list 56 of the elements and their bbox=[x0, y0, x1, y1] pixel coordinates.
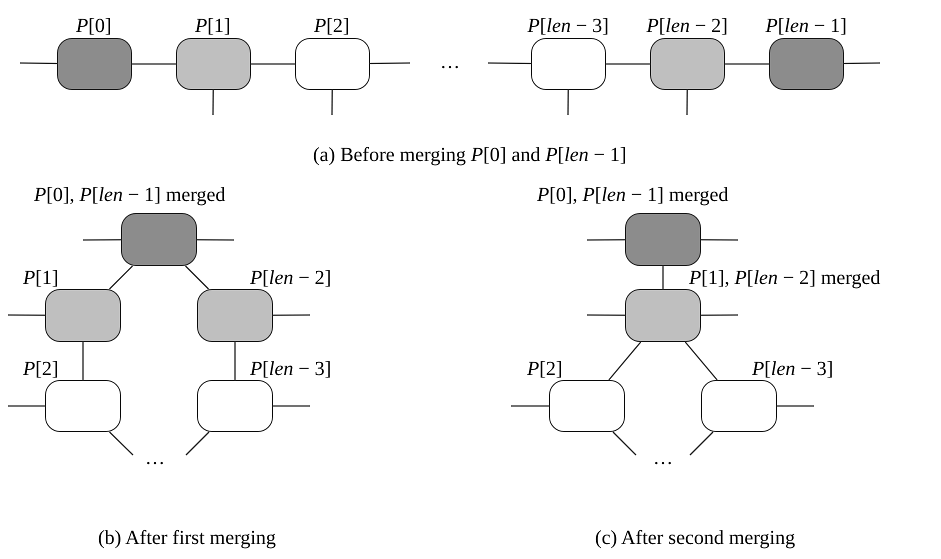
node-label: P[len − 2] bbox=[646, 16, 728, 36]
connector-line bbox=[587, 239, 625, 241]
subfigure-caption: (c) After second merging bbox=[595, 528, 796, 548]
connector-line bbox=[251, 63, 295, 65]
connector-line bbox=[567, 90, 569, 115]
ellipsis-mark: … bbox=[653, 448, 673, 468]
node-label: P[len − 3] bbox=[752, 359, 834, 379]
connector-line bbox=[608, 342, 642, 380]
node-label: P[len − 2] bbox=[250, 268, 332, 288]
node-label: P[2] bbox=[314, 16, 350, 36]
connector-line bbox=[606, 63, 650, 65]
connector-line bbox=[273, 405, 310, 407]
connector-line bbox=[777, 405, 814, 407]
connector-line bbox=[662, 266, 664, 289]
connector-line bbox=[701, 239, 738, 241]
node-label: P[len − 3] bbox=[250, 359, 332, 379]
connector-line bbox=[684, 342, 718, 380]
connector-line bbox=[212, 90, 214, 115]
connector-line bbox=[109, 266, 133, 290]
connector-line bbox=[8, 405, 45, 407]
ellipsis-mark: … bbox=[440, 52, 460, 72]
ellipsis-mark: … bbox=[145, 448, 165, 468]
node-label: P[len − 3] bbox=[528, 16, 609, 36]
connector-line bbox=[20, 62, 57, 64]
node-label: P[1], P[len − 2] merged bbox=[689, 268, 880, 288]
connector-line bbox=[197, 239, 234, 241]
node-label: P[1] bbox=[195, 16, 231, 36]
connector-line bbox=[844, 62, 880, 64]
connector-line bbox=[109, 432, 134, 456]
connector-line bbox=[511, 405, 549, 407]
node-label: P[1] bbox=[23, 268, 59, 288]
connector-line bbox=[690, 432, 714, 456]
connector-line bbox=[686, 90, 688, 115]
connector-line bbox=[331, 90, 333, 115]
connector-line bbox=[370, 62, 410, 64]
connector-line bbox=[83, 239, 121, 241]
connector-line bbox=[8, 314, 45, 316]
subfigure-caption: (a) Before merging P[0] and P[len − 1] bbox=[313, 145, 627, 165]
subfigure-caption: (b) After first merging bbox=[98, 528, 276, 548]
connector-line bbox=[273, 314, 310, 316]
connector-line bbox=[701, 314, 738, 316]
connector-line bbox=[612, 432, 636, 456]
node-label: P[0], P[len − 1] merged bbox=[34, 185, 226, 205]
connector-line bbox=[186, 432, 210, 456]
node-label: P[0] bbox=[76, 16, 112, 36]
connector-line bbox=[725, 63, 769, 65]
connector-line bbox=[82, 342, 84, 380]
connector-line bbox=[587, 314, 625, 316]
node-label: P[len − 1] bbox=[766, 16, 847, 36]
node-label: P[2] bbox=[527, 359, 563, 379]
node-label: P[2] bbox=[23, 359, 59, 379]
connector-line bbox=[185, 266, 209, 290]
connector-line bbox=[132, 63, 176, 65]
node-label: P[0], P[len − 1] merged bbox=[537, 185, 728, 205]
connector-line bbox=[234, 342, 236, 380]
connector-line bbox=[488, 62, 531, 64]
